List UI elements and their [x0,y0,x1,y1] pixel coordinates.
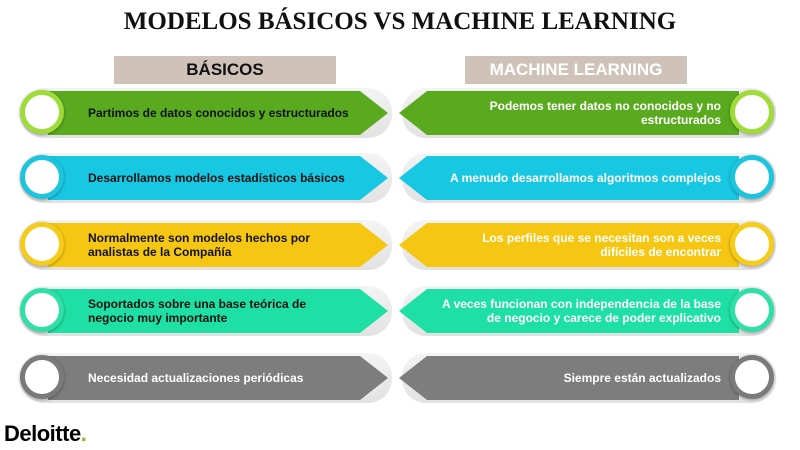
row-4-ml-arrow: A veces funcionan con independencia de l… [399,289,739,333]
row-1-ml-text: Podemos tener datos no conocidos y no es… [489,99,721,127]
header-machine-learning: MACHINE LEARNING [465,56,687,84]
row-5-ml-text: Siempre están actualizados [563,371,721,385]
row-3-right-circle-icon [730,222,774,266]
row-1-right-circle-icon [730,90,774,134]
row-5-ml-arrow: Siempre están actualizados [399,356,739,400]
row-2-ml-text: A menudo desarrollamos algoritmos comple… [450,171,721,185]
row-4-left-circle-icon [20,288,64,332]
page-title: MODELOS BÁSICOS VS MACHINE LEARNING [123,8,677,35]
row-4-basicos-text: Soportados sobre una base teórica de neg… [88,297,307,325]
row-2-right-circle-icon [730,155,774,199]
row-1-basicos-text: Partimos de datos conocidos y estructura… [88,106,349,120]
row-1-left-circle-icon [20,90,64,134]
row-4-basicos-arrow: Soportados sobre una base teórica de neg… [48,289,388,333]
row-3-ml-arrow: Los perfiles que se necesitan son a vece… [399,223,739,267]
row-4-ml-text: A veces funcionan con independencia de l… [442,297,721,325]
row-3-ml-text: Los perfiles que se necesitan son a vece… [482,231,721,259]
row-5-basicos-arrow: Necesidad actualizaciones periódicas [48,356,388,400]
row-4-right-circle-icon [730,288,774,332]
header-basicos: BÁSICOS [114,56,336,84]
row-2-basicos-text: Desarrollamos modelos estadísticos básic… [88,171,345,185]
row-5-basicos-text: Necesidad actualizaciones periódicas [88,371,304,385]
row-2-basicos-arrow: Desarrollamos modelos estadísticos básic… [48,156,388,200]
row-3-basicos-text: Normalmente son modelos hechos por anali… [88,231,311,259]
row-2-ml-arrow: A menudo desarrollamos algoritmos comple… [399,156,739,200]
row-1-basicos-arrow: Partimos de datos conocidos y estructura… [48,91,388,135]
row-1-ml-arrow: Podemos tener datos no conocidos y no es… [399,91,739,135]
row-2-left-circle-icon [20,155,64,199]
row-3-basicos-arrow: Normalmente son modelos hechos por anali… [48,223,388,267]
row-5-left-circle-icon [20,355,64,399]
row-3-left-circle-icon [20,222,64,266]
logo-text: Deloitte [4,421,81,446]
logo-dot: . [80,421,87,446]
row-5-right-circle-icon [730,355,774,399]
deloitte-logo: Deloitte. [4,421,87,447]
